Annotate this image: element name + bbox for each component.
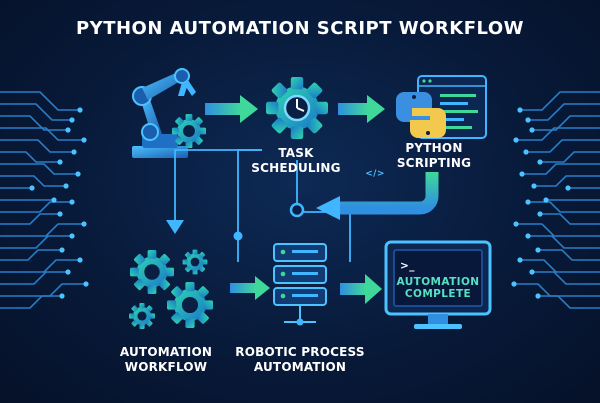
monitor-icon <box>384 240 492 329</box>
label-task-scheduling: TASK SCHEDULING <box>251 146 341 175</box>
gear-icon <box>130 250 174 294</box>
monitor-message: AUTOMATION COMPLETE <box>396 276 480 300</box>
arrow-down <box>166 149 262 234</box>
circuit-traces-left <box>0 91 84 309</box>
arrow-right-3 <box>230 276 270 300</box>
hub-node <box>289 202 305 218</box>
gear-icon <box>172 114 206 148</box>
label-automation-workflow: AUTOMATION WORKFLOW <box>119 345 213 374</box>
circuit-nodes-left <box>29 107 89 299</box>
robot-arm-icon <box>132 68 196 158</box>
server-icon <box>273 243 327 326</box>
terminal-prompt: >_ <box>400 260 415 272</box>
circuit-traces-right <box>516 91 600 309</box>
gear-icon <box>182 249 208 275</box>
clock-icon <box>283 94 311 122</box>
label-robotic-process-automation: ROBOTIC PROCESS AUTOMATION <box>235 345 365 374</box>
gear-icon <box>167 282 213 328</box>
arrow-return <box>316 172 439 220</box>
label-python-scripting: PYTHON SCRIPTING <box>396 141 472 170</box>
gear-icon <box>129 303 155 329</box>
arrow-right-4 <box>340 274 382 304</box>
arrow-right-2 <box>338 95 385 123</box>
junction-node <box>233 231 243 241</box>
diagram-title: PYTHON AUTOMATION SCRIPT WORKFLOW <box>75 18 525 39</box>
code-snippet-text: </> <box>365 169 385 179</box>
circuit-nodes-right <box>511 107 571 299</box>
arrow-right-1 <box>205 95 258 123</box>
python-logo-icon <box>396 92 446 138</box>
